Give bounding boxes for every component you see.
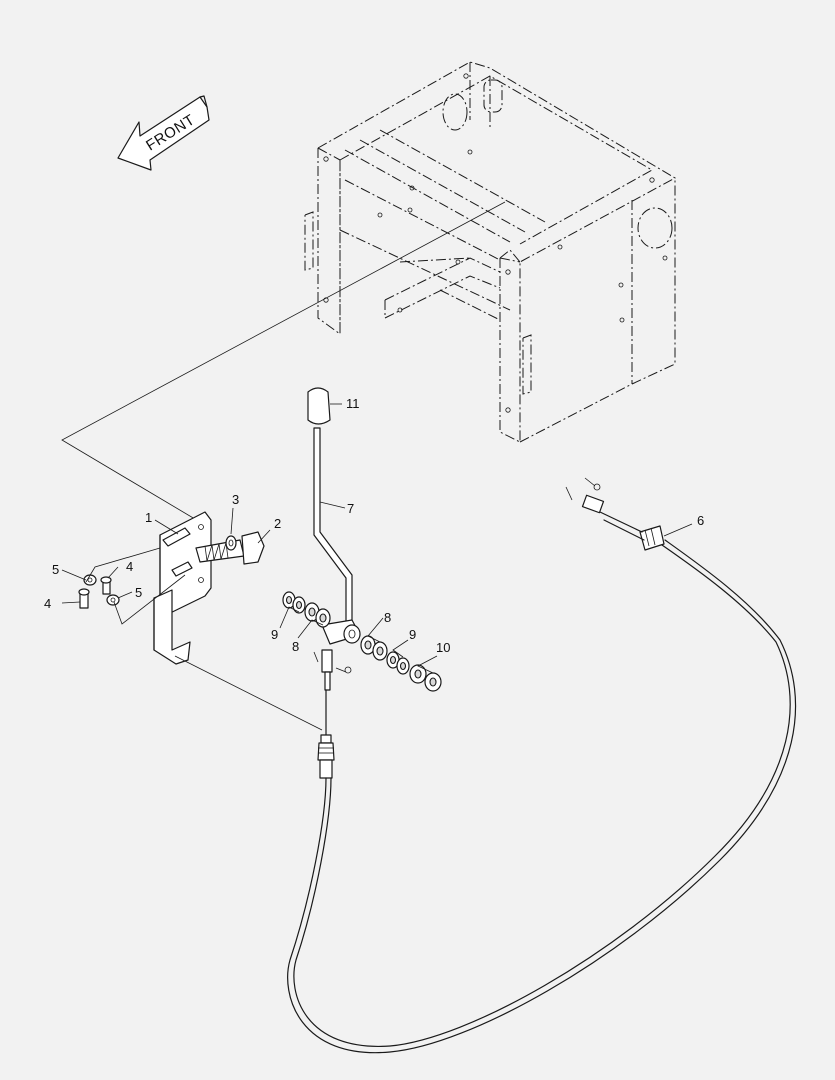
part-label-9a: 9 bbox=[271, 627, 278, 642]
front-arrow-icon: FRONT bbox=[117, 95, 210, 171]
leader-lines bbox=[61, 403, 693, 674]
washer-stack-left bbox=[282, 591, 331, 628]
part-label-8b: 8 bbox=[292, 639, 299, 654]
nut-5b bbox=[106, 594, 120, 606]
part-label-7: 7 bbox=[347, 501, 354, 516]
cable-reference-line bbox=[174, 655, 323, 731]
part-label-3: 3 bbox=[232, 492, 239, 507]
part-label-10: 10 bbox=[436, 640, 450, 655]
part-label-2: 2 bbox=[274, 516, 281, 531]
part-label-5a: 5 bbox=[52, 562, 59, 577]
cable-clevis-left bbox=[313, 649, 352, 691]
part-label-1: 1 bbox=[145, 510, 152, 525]
part-label-4a: 4 bbox=[126, 559, 133, 574]
lever-knob-11 bbox=[307, 387, 331, 425]
small-bolt-4b bbox=[100, 576, 112, 595]
washer-3 bbox=[225, 535, 237, 551]
control-cable bbox=[287, 477, 797, 1054]
part-label-4b: 4 bbox=[44, 596, 51, 611]
part-label-6: 6 bbox=[697, 513, 704, 528]
part-label-5b: 5 bbox=[135, 585, 142, 600]
part-label-11: 11 bbox=[346, 396, 360, 411]
mounting-bracket bbox=[153, 511, 212, 665]
frame-reference-line bbox=[61, 201, 506, 526]
frame-outline bbox=[304, 61, 677, 443]
part-labels: 1 2 3 4 4 5 5 6 7 8 8 9 9 10 11 bbox=[44, 396, 704, 655]
part-label-9b: 9 bbox=[409, 627, 416, 642]
shift-lever bbox=[313, 427, 361, 645]
small-bolt-4a bbox=[78, 588, 90, 609]
part-label-8a: 8 bbox=[384, 610, 391, 625]
washer-stack-right bbox=[360, 635, 442, 692]
